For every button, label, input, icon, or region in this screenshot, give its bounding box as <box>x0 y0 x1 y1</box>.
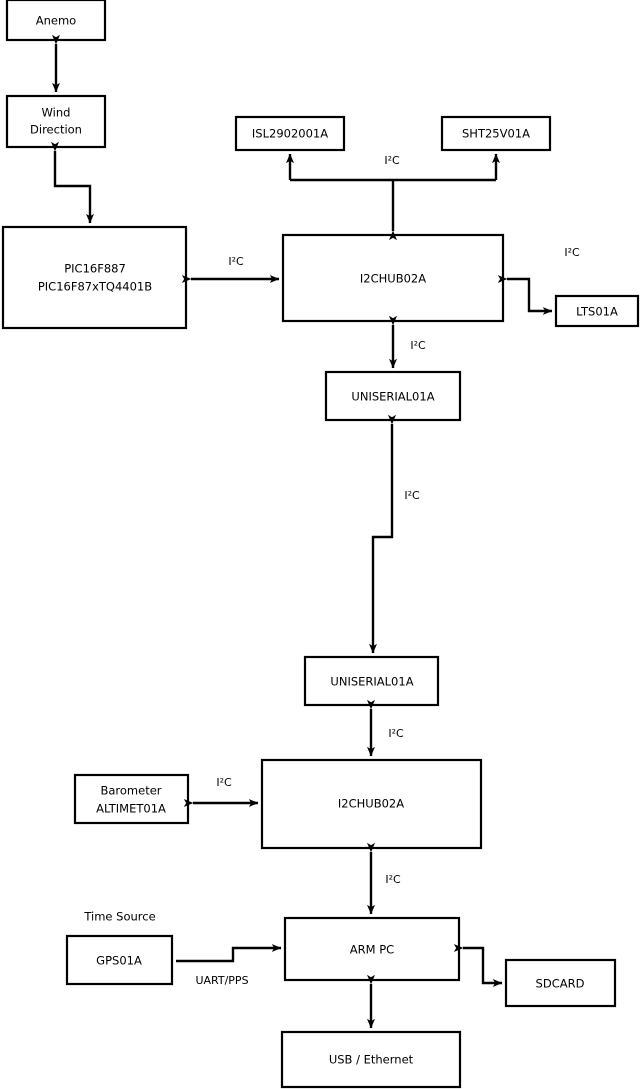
edge-label-uniserial-hub-i2c: I²C <box>388 727 404 740</box>
edge-gps01a-arm-pc <box>176 944 282 963</box>
node-sht25v01a[interactable]: SHT25V01A <box>440 115 552 152</box>
node-sdcard-box <box>504 958 617 1008</box>
node-gps01a-label: GPS01A <box>96 954 142 968</box>
node-isl2902001a-box <box>234 115 346 152</box>
node-lts01a-box <box>554 294 640 328</box>
node-gps01a[interactable]: GPS01A <box>65 934 174 986</box>
node-anemo[interactable]: Anemo <box>5 0 107 42</box>
node-pic16f887-label-line2: PIC16F87xTQ4401B <box>38 280 152 294</box>
edge-label-lts-i2c: I²C <box>564 246 580 259</box>
node-lts01a-label: LTS01A <box>576 305 618 319</box>
node-pic16f887-box <box>1 225 188 330</box>
node-i2chub02a-bottom-box <box>260 758 483 850</box>
node-anemo-label: Anemo <box>36 14 76 28</box>
edge-label-bus-i2c: I²C <box>384 154 400 167</box>
node-usb-ethernet[interactable]: USB / Ethernet <box>280 1030 462 1089</box>
node-lts01a[interactable]: LTS01A <box>554 294 640 328</box>
node-wind-direction-label-line1: Wind <box>42 106 71 120</box>
node-uniserial01a-upper[interactable]: UNISERIAL01A <box>324 370 462 422</box>
node-i2chub02a-top[interactable]: I2CHUB02A <box>281 233 505 323</box>
node-isl2902001a[interactable]: ISL2902001A <box>234 115 346 152</box>
node-wind-direction-label-line2: Direction <box>30 123 82 137</box>
node-uniserial01a-lower[interactable]: UNISERIAL01A <box>303 655 440 707</box>
label-time-source: Time Source <box>83 910 155 924</box>
node-pic16f887[interactable]: PIC16F887 PIC16F87xTQ4401B <box>1 225 188 330</box>
node-arm-pc-box <box>283 916 461 982</box>
node-arm-pc[interactable]: ARM PC <box>283 916 461 982</box>
node-arm-pc-label: ARM PC <box>350 943 394 957</box>
edge-label-gps-uart-pps: UART/PPS <box>195 974 248 987</box>
node-i2chub02a-top-label: I2CHUB02A <box>360 272 426 286</box>
node-i2chub02a-bottom[interactable]: I2CHUB02A <box>260 758 483 850</box>
node-uniserial01a-lower-box <box>303 655 440 707</box>
edge-label-barometer-i2c: I²C <box>216 776 232 789</box>
node-barometer-label-line1: Barometer <box>100 784 161 798</box>
node-pic16f887-label-line1: PIC16F887 <box>64 262 126 276</box>
edge-uniserial-upper-lower <box>369 414 396 654</box>
node-usb-ethernet-label: USB / Ethernet <box>329 1053 414 1067</box>
node-wind-direction[interactable]: Wind Direction <box>5 94 107 149</box>
node-barometer-altimet01a[interactable]: Barometer ALTIMET01A <box>73 773 190 825</box>
edge-label-hub-uniserial-i2c: I²C <box>410 339 426 352</box>
node-sht25v01a-label: SHT25V01A <box>462 127 530 141</box>
node-sht25v01a-box <box>440 115 552 152</box>
node-uniserial01a-upper-label: UNISERIAL01A <box>351 390 434 404</box>
node-uniserial01a-lower-label: UNISERIAL01A <box>330 675 413 689</box>
node-gps01a-box <box>65 934 174 986</box>
node-sdcard[interactable]: SDCARD <box>504 958 617 1008</box>
edge-i2chub02a-top-lts01a <box>497 275 553 315</box>
edge-wind-direction-pic <box>51 141 94 224</box>
node-barometer-label-line2: ALTIMET01A <box>96 802 166 816</box>
edge-label-pic-hub-i2c: I²C <box>228 255 244 268</box>
node-sdcard-label: SDCARD <box>536 977 585 991</box>
node-wind-direction-box <box>5 94 107 149</box>
node-anemo-box <box>5 0 107 42</box>
edge-label-uniserial-link-i2c: I²C <box>404 489 420 502</box>
edge-label-hub-armpc-i2c: I²C <box>385 873 401 886</box>
node-uniserial01a-upper-box <box>324 370 462 422</box>
node-i2chub02a-bottom-label: I2CHUB02A <box>338 797 404 811</box>
node-isl2902001a-label: ISL2902001A <box>252 127 328 141</box>
node-barometer-altimet01a-box <box>73 773 190 825</box>
edge-arm-pc-sdcard <box>453 944 503 987</box>
node-usb-ethernet-box <box>280 1030 462 1089</box>
